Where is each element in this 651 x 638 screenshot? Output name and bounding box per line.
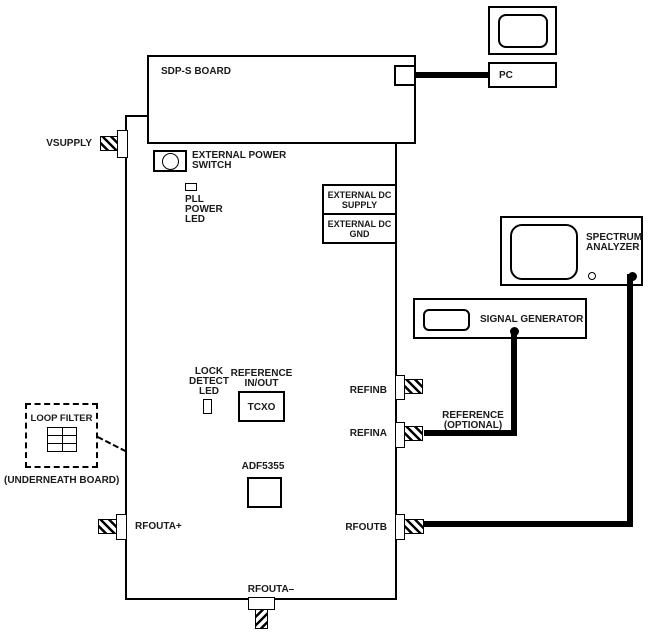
reference-cable-horizontal bbox=[424, 430, 517, 436]
loop-filter-box: LOOP FILTER bbox=[25, 403, 98, 468]
rfouta-plus-connector-stem bbox=[116, 514, 127, 540]
lock-detect-led-icon bbox=[203, 399, 212, 414]
external-power-switch bbox=[153, 150, 187, 172]
vsupply-connector-icon bbox=[100, 136, 118, 151]
signal-generator-screen bbox=[423, 309, 470, 331]
external-dc-gnd-label-line1: EXTERNAL DC bbox=[327, 219, 392, 229]
external-power-switch-label-line2: SWITCH bbox=[192, 160, 232, 171]
spectrum-analyzer-label: SPECTRUM ANALYZER bbox=[586, 233, 642, 253]
signal-generator: SIGNAL GENERATOR bbox=[413, 298, 587, 339]
rfouta-plus-label: RFOUTA+ bbox=[135, 521, 182, 532]
refina-label: REFINA bbox=[349, 428, 387, 439]
rfoutb-cable-horizontal bbox=[424, 521, 633, 527]
spectrum-analyzer-knob-icon bbox=[588, 272, 596, 280]
loop-filter-grid-icon bbox=[47, 427, 77, 452]
reference-cable-vertical bbox=[511, 333, 517, 436]
adf5355-chip bbox=[247, 477, 282, 508]
pc-monitor bbox=[488, 6, 557, 55]
usb-cable bbox=[416, 72, 488, 78]
rfoutb-label: RFOUTB bbox=[345, 522, 387, 533]
rfouta-plus-connector-icon bbox=[98, 519, 117, 534]
tcxo-box: TCXO bbox=[238, 391, 285, 422]
reference-in-out-label-line1: REFERENCE bbox=[230, 368, 293, 379]
external-dc-supply-label-line1: EXTERNAL DC bbox=[327, 190, 392, 200]
refina-connector-icon bbox=[404, 426, 423, 441]
rfoutb-connector-icon bbox=[404, 519, 424, 534]
external-dc-gnd-label: EXTERNAL DC GND bbox=[324, 219, 395, 239]
rfouta-minus-label: RFOUTA– bbox=[247, 584, 295, 595]
spectrum-analyzer-label-line2: ANALYZER bbox=[586, 242, 640, 253]
signal-generator-port-icon bbox=[510, 327, 519, 336]
adf5355-label: ADF5355 bbox=[241, 461, 285, 472]
external-power-switch-label: EXTERNAL POWER SWITCH bbox=[192, 151, 286, 171]
external-dc-supply-label: EXTERNAL DC SUPPLY bbox=[324, 190, 395, 210]
reference-in-out-label: REFERENCE IN/OUT bbox=[230, 369, 293, 389]
rfoutb-cable-vertical bbox=[627, 274, 633, 527]
power-switch-icon bbox=[162, 153, 179, 170]
external-dc-supply-label-line2: SUPPLY bbox=[341, 199, 378, 210]
refinb-connector-icon bbox=[404, 379, 423, 394]
loop-filter-callout-line bbox=[97, 436, 127, 453]
pll-power-led-label: PLL POWER LED bbox=[185, 195, 223, 225]
pc-label: PC bbox=[499, 70, 513, 81]
vsupply-connector-stem bbox=[117, 130, 128, 158]
sdp-board: SDP-S BOARD bbox=[147, 55, 416, 144]
external-dc-gnd-terminal: EXTERNAL DC GND bbox=[322, 213, 397, 244]
reference-optional-label: REFERENCE (OPTIONAL) bbox=[432, 411, 514, 431]
rfouta-minus-connector-icon bbox=[255, 609, 268, 629]
sdp-board-label: SDP-S BOARD bbox=[161, 66, 232, 77]
reference-optional-label-line2: (OPTIONAL) bbox=[443, 420, 503, 431]
external-power-switch-label-line1: EXTERNAL POWER bbox=[192, 150, 287, 161]
loop-filter-label: LOOP FILTER bbox=[30, 413, 93, 424]
usb-connector bbox=[394, 65, 416, 86]
lock-detect-led-label-line2: DETECT bbox=[189, 376, 229, 387]
pll-power-led-label-line2: POWER bbox=[185, 204, 223, 215]
lock-detect-led-label: LOCK DETECT LED bbox=[184, 367, 234, 397]
spectrum-analyzer-screen bbox=[510, 224, 578, 280]
tcxo-label: TCXO bbox=[247, 402, 276, 413]
external-dc-supply-terminal: EXTERNAL DC SUPPLY bbox=[322, 184, 397, 215]
pll-power-led-label-line3: LED bbox=[185, 214, 205, 225]
pll-power-led-label-line1: PLL bbox=[185, 194, 204, 205]
reference-in-out-label-line2: IN/OUT bbox=[244, 378, 279, 389]
pll-power-led-icon bbox=[185, 183, 197, 191]
underneath-board-label: (UNDERNEATH BOARD) bbox=[4, 475, 120, 486]
external-dc-gnd-label-line2: GND bbox=[349, 228, 370, 239]
spectrum-analyzer: SPECTRUM ANALYZER bbox=[500, 216, 643, 286]
lock-detect-led-label-line1: LOCK bbox=[194, 366, 224, 377]
pc-box: PC bbox=[488, 62, 557, 88]
refinb-label: REFINB bbox=[349, 385, 387, 396]
lock-detect-led-label-line3: LED bbox=[199, 386, 219, 397]
spectrum-analyzer-label-line1: SPECTRUM bbox=[586, 232, 643, 243]
reference-optional-label-line1: REFERENCE bbox=[442, 410, 504, 421]
signal-generator-label: SIGNAL GENERATOR bbox=[480, 314, 584, 325]
vsupply-label: VSUPPLY bbox=[46, 138, 92, 149]
pc-monitor-screen bbox=[498, 14, 548, 48]
